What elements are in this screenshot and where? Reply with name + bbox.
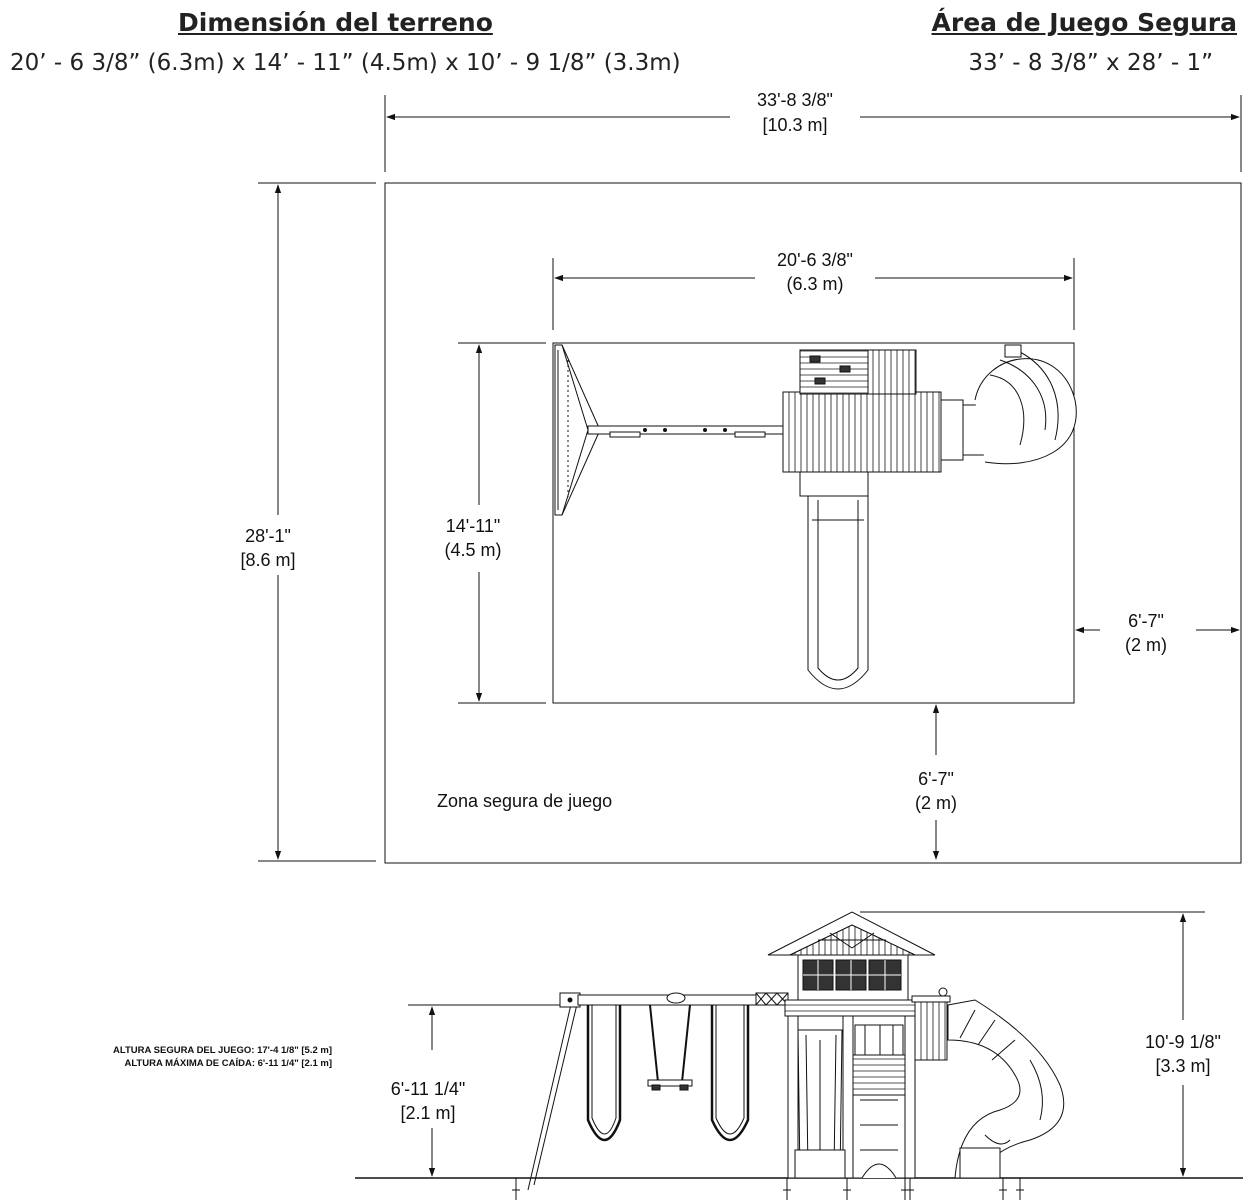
safe-area-title: Área de Juego Segura <box>931 8 1237 37</box>
safe-zone-label: Zona segura de juego <box>437 791 612 811</box>
terrain-dimension-subtitle: 20’ - 6 3/8” (6.3m) x 14’ - 11” (4.5m) x… <box>10 50 681 76</box>
terrain-dimension-title: Dimensión del terreno <box>178 8 493 37</box>
plan-swing-aframe <box>554 344 601 516</box>
side-clearance-imperial: 6'-7" <box>1128 611 1164 631</box>
elev-trapeze-swing <box>647 1004 693 1091</box>
plan-back-deck <box>799 349 917 395</box>
elev-belt-swing-left <box>586 1005 622 1142</box>
footprint-width-metric: (6.3 m) <box>786 274 843 294</box>
safe-zone-boundary <box>384 182 1242 864</box>
beam-height-imperial: 6'-11 1/4" <box>391 1079 466 1099</box>
plan-roof <box>782 391 942 473</box>
elev-tube-slide <box>947 999 1065 1179</box>
elev-tower-roof <box>767 911 936 956</box>
footprint-boundary <box>552 342 1075 704</box>
elev-side-deck <box>911 987 951 1061</box>
overall-depth-metric: [8.6 m] <box>240 550 295 570</box>
elev-wave-slide <box>794 1029 846 1179</box>
total-height-imperial: 10'-9 1/8" <box>1145 1032 1221 1052</box>
overall-width-imperial: 33'-8 3/8" <box>757 90 833 110</box>
elevation-view <box>355 911 1243 1200</box>
plan-tube-slide <box>940 344 1077 465</box>
plan-view <box>258 95 1242 864</box>
max-fall-note: ALTURA MÁXIMA DE CAÍDA: 6'-11 1/4" [2.1 … <box>124 1058 332 1069</box>
overall-depth-imperial: 28'-1" <box>245 526 291 546</box>
safe-height-note: ALTURA SEGURA DEL JUEGO: 17'-4 1/8" [5.2… <box>113 1045 332 1056</box>
elev-tower-frame <box>787 1015 916 1179</box>
footprint-depth-imperial: 14'-11" <box>446 516 501 536</box>
front-clearance-imperial: 6'-7" <box>918 769 954 789</box>
elev-belt-swing-right <box>710 1005 750 1142</box>
elev-clubhouse <box>784 954 921 1017</box>
footprint-depth-metric: (4.5 m) <box>444 540 501 560</box>
elev-ground-anchors <box>512 1178 1024 1200</box>
front-clearance-metric: (2 m) <box>915 793 957 813</box>
elev-beam-bracket <box>666 992 686 1004</box>
overall-width-metric: [10.3 m] <box>762 115 827 135</box>
safe-area-subtitle: 33’ - 8 3/8” x 28’ - 1” <box>968 50 1213 76</box>
beam-height-metric: [2.1 m] <box>400 1103 455 1123</box>
total-height-metric: [3.3 m] <box>1155 1056 1210 1076</box>
side-clearance-metric: (2 m) <box>1125 635 1167 655</box>
plan-wave-slide <box>799 471 869 690</box>
elev-beam-truss <box>755 992 789 1006</box>
elev-swing-aframe <box>527 992 581 1191</box>
footprint-width-imperial: 20'-6 3/8" <box>777 250 853 270</box>
plan-swing-beam <box>587 425 784 438</box>
